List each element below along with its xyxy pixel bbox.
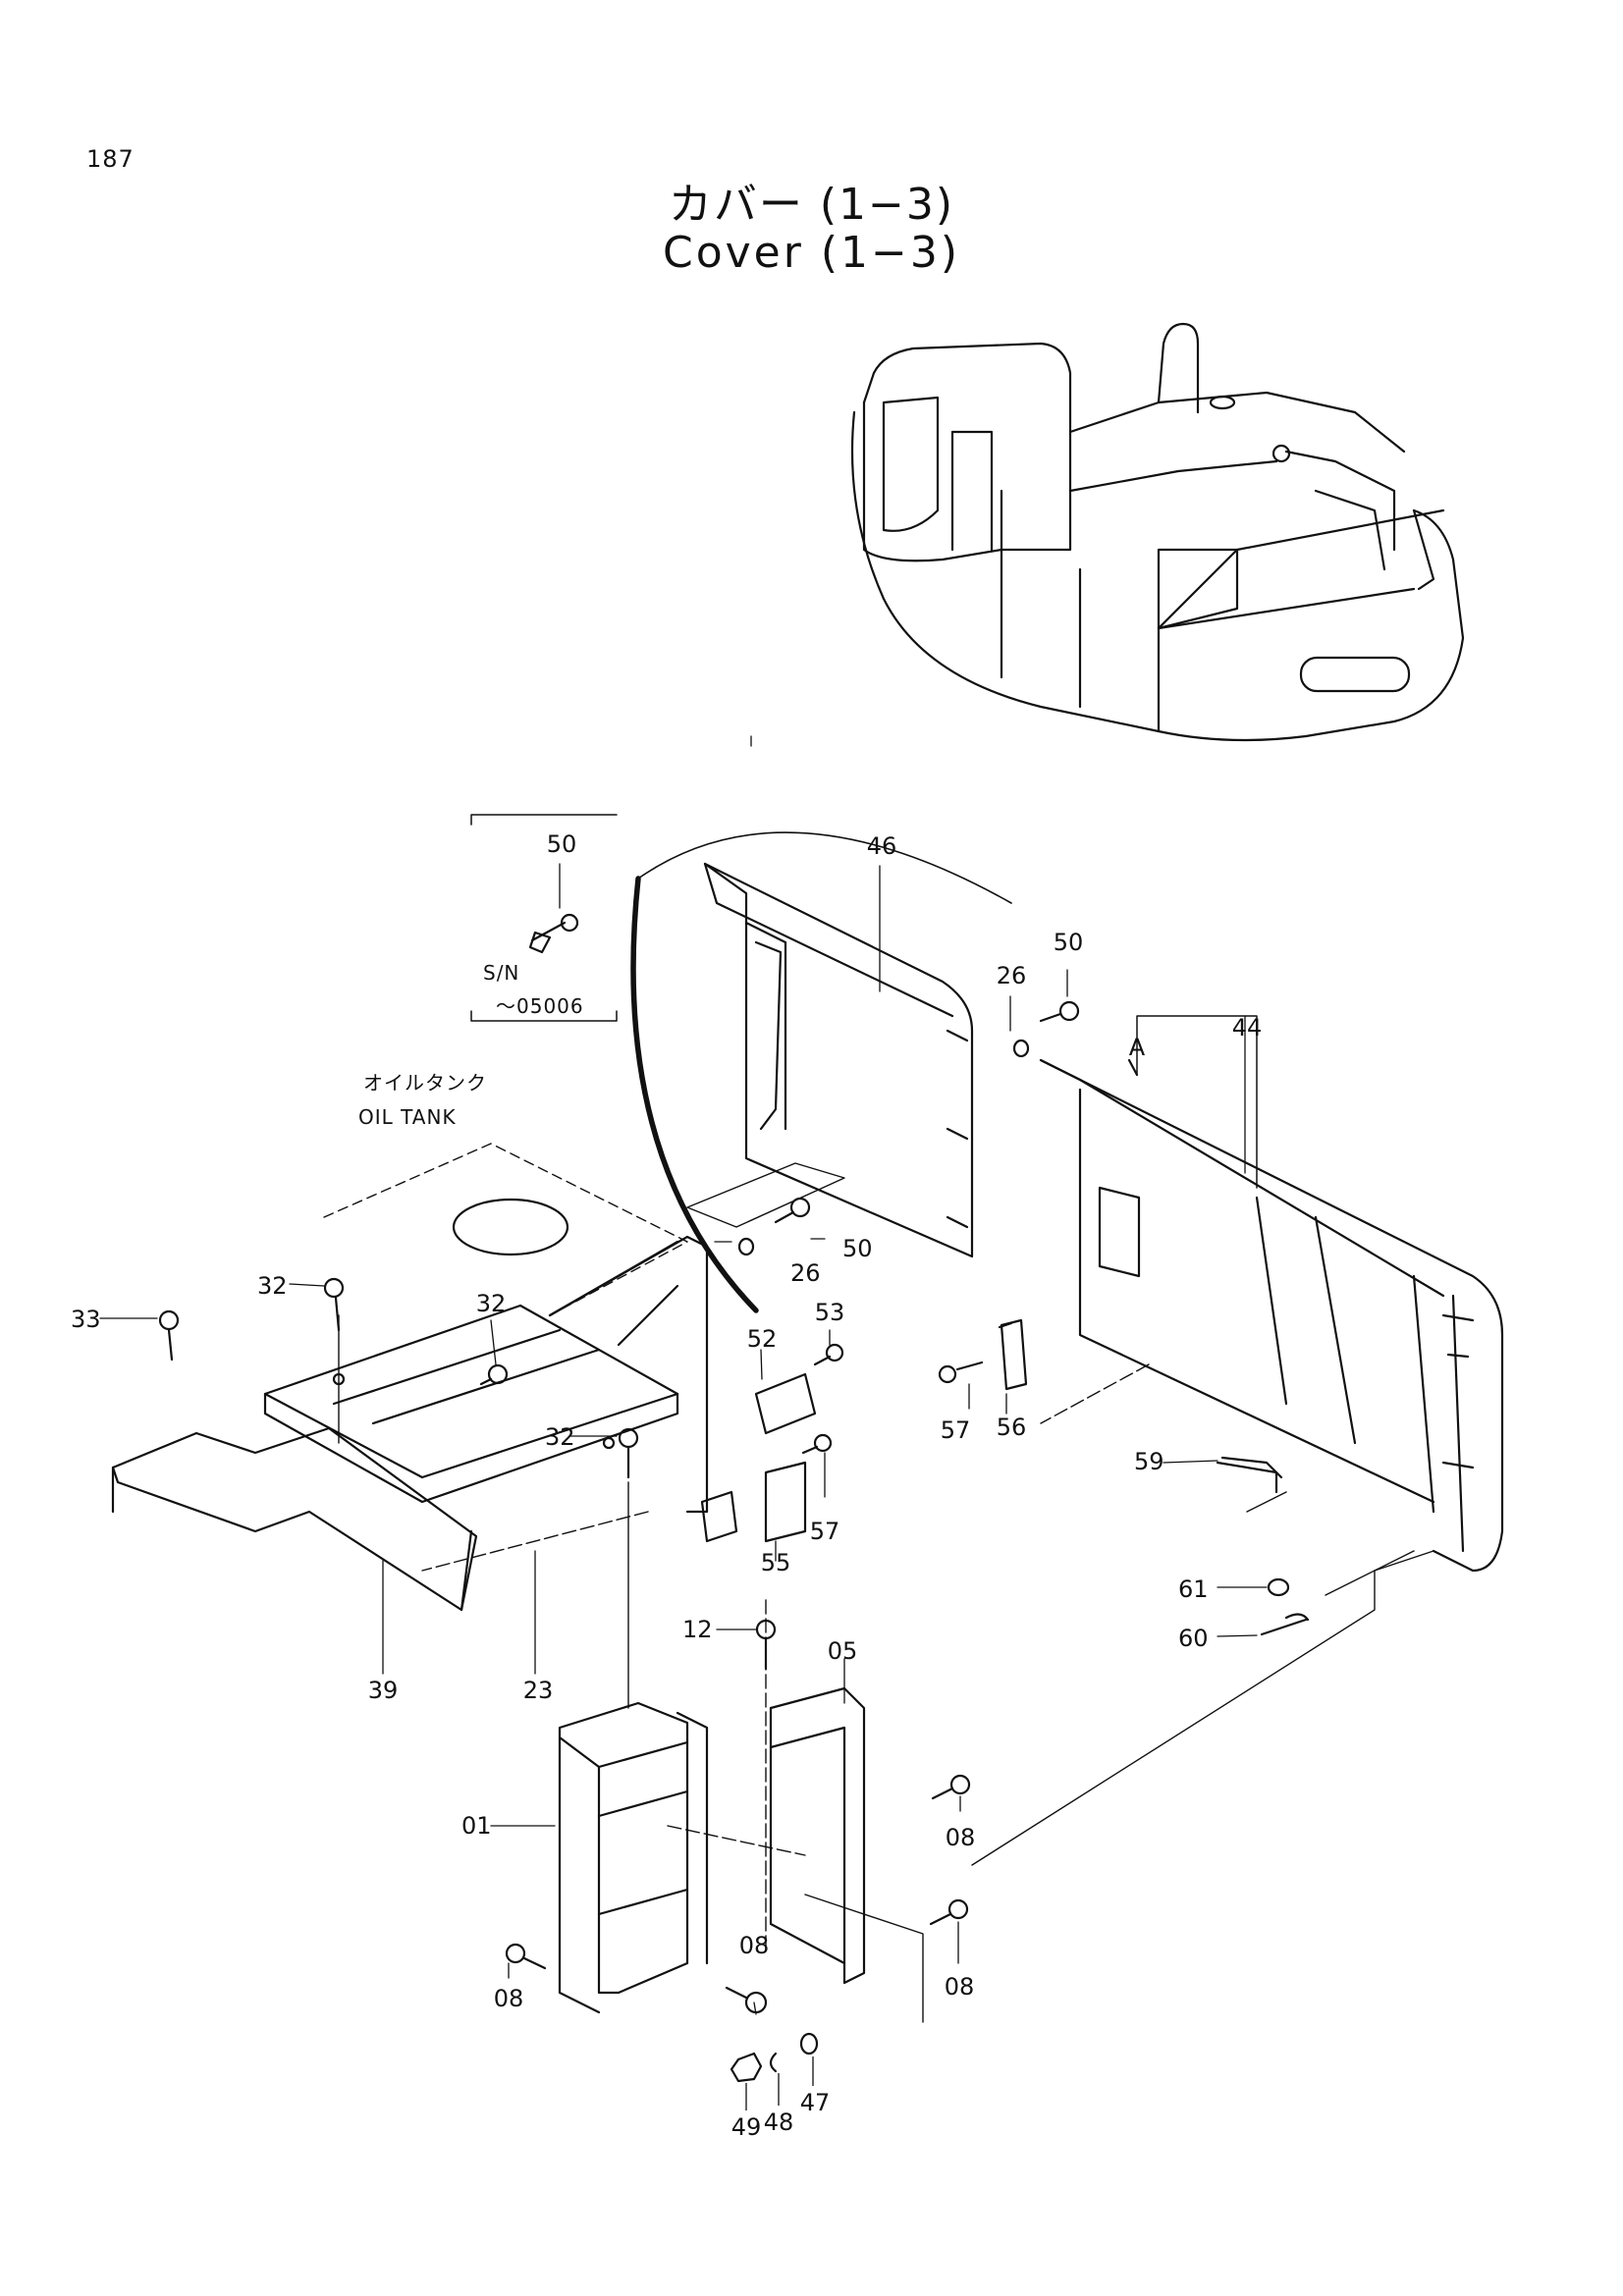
washer-part-26-top: [1012, 1039, 1030, 1058]
callout-44: 44: [1232, 1014, 1263, 1041]
callout-50-low: 50: [842, 1235, 873, 1262]
bolt-part-08-b: [725, 1986, 768, 2014]
title-japanese: カバー (1−3): [668, 180, 955, 230]
page-number: 187: [86, 145, 135, 173]
bracket-part-39: [111, 1426, 478, 1612]
callout-50-top: 50: [547, 830, 577, 858]
callout-12: 12: [682, 1616, 713, 1643]
excavator-overview: [850, 322, 1465, 742]
callout-01: 01: [461, 1812, 492, 1840]
callout-08-c: 08: [946, 1824, 976, 1851]
callout-08-b: 08: [739, 1932, 770, 1959]
bolt-part-50-top: [528, 913, 579, 954]
callout-46: 46: [867, 832, 897, 860]
callout-leaders: [99, 735, 1268, 2015]
oil-tank-label-en: OIL TANK: [358, 1105, 457, 1129]
spring-washer-part-48: [769, 2052, 778, 2073]
bolt-part-33: [158, 1309, 180, 1362]
callout-32-b: 32: [476, 1290, 507, 1317]
bracket-part-56: [998, 1321, 1013, 1329]
bolt-part-12: [755, 1619, 777, 1671]
callout-61: 61: [1178, 1575, 1209, 1603]
cover-part-46: [630, 831, 1012, 1313]
callout-52: 52: [747, 1325, 778, 1353]
pin-part-60: [1260, 1613, 1310, 1636]
callout-33: 33: [71, 1306, 101, 1333]
rod-part-59: [1220, 1456, 1283, 1479]
washer-part-61: [1267, 1577, 1290, 1597]
bolt-part-32-c: [618, 1427, 639, 1479]
callout-56: 56: [997, 1414, 1027, 1441]
callout-32-a: 32: [257, 1272, 288, 1300]
plate-part-23: [263, 1304, 679, 1504]
callout-47: 47: [800, 2089, 831, 2116]
callout-57-a: 57: [810, 1518, 840, 1545]
callout-05: 05: [828, 1637, 858, 1665]
bolt-part-57-b: [938, 1361, 984, 1384]
nut-part-49: [730, 2052, 763, 2083]
cover-part-44: [1039, 1015, 1504, 1573]
callout-59: 59: [1134, 1448, 1164, 1475]
bolt-part-32-a: [323, 1277, 345, 1332]
assembly-lines: [338, 1314, 1434, 2023]
title-english: Cover (1−3): [662, 228, 960, 278]
serial-range: ～05006: [496, 994, 584, 1018]
callout-08-d: 08: [945, 1973, 975, 2001]
serial-prefix: S/N: [483, 961, 519, 985]
callout-39: 39: [368, 1677, 399, 1704]
callout-48: 48: [764, 2109, 794, 2136]
callout-08-a: 08: [494, 1985, 524, 2012]
washer-part-26-low: [737, 1237, 755, 1256]
callout-53: 53: [815, 1299, 845, 1326]
callout-49: 49: [731, 2113, 762, 2141]
oil-tank: [323, 1143, 709, 1514]
frame-part-01: [558, 1701, 709, 2014]
callout-32-c: 32: [545, 1423, 575, 1451]
bolt-part-08-c: [931, 1774, 971, 1800]
callout-26-top: 26: [997, 962, 1027, 989]
callout-60: 60: [1178, 1625, 1209, 1652]
bolt-part-53: [813, 1343, 844, 1366]
bolt-part-08-d: [929, 1898, 969, 1926]
view-marker-a: A: [1129, 1034, 1146, 1061]
callout-57-b: 57: [941, 1416, 971, 1444]
bolt-part-50-low: [774, 1197, 811, 1224]
callout-55: 55: [761, 1549, 791, 1576]
bolt-part-32-b: [479, 1363, 509, 1386]
callout-23: 23: [523, 1677, 554, 1704]
bolt-part-57-a: [801, 1433, 833, 1455]
washer-part-47: [799, 2032, 819, 2056]
bolt-part-08-a: [505, 1943, 547, 1970]
callout-50-mid: 50: [1054, 929, 1084, 956]
callout-26-low: 26: [790, 1259, 821, 1287]
plate-part-05: [769, 1686, 866, 1985]
serial-bracket: [470, 814, 618, 1022]
bolt-part-50-mid: [1039, 1000, 1080, 1023]
oil-tank-label-jp: オイルタンク: [363, 1071, 487, 1095]
